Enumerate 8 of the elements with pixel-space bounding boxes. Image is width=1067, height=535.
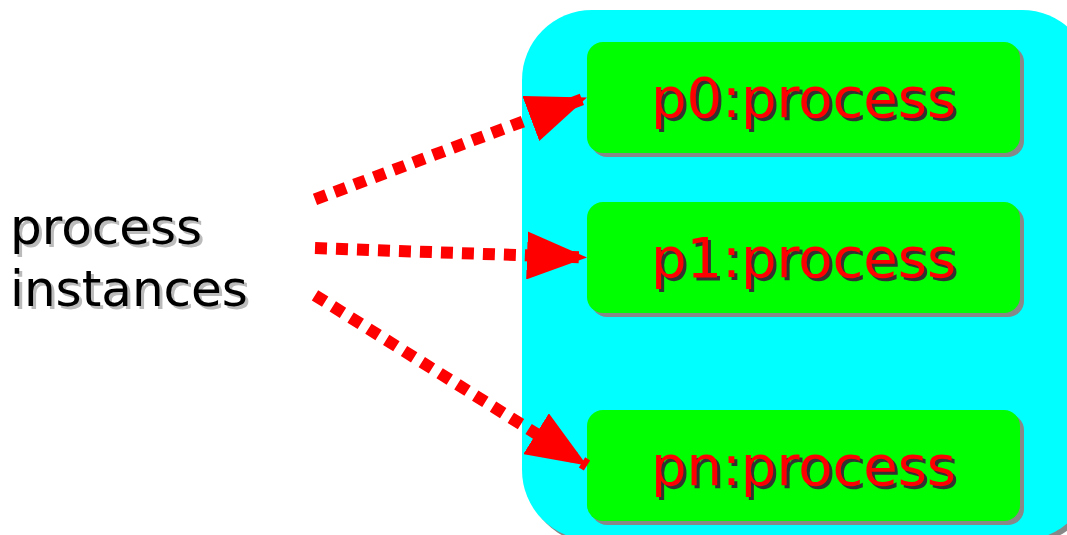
container-box [522, 10, 1067, 535]
box-label: pn:process [650, 433, 957, 498]
box-label: p1:process [650, 225, 957, 290]
arrow [311, 290, 591, 471]
text-label: process instances [10, 196, 249, 320]
arrow [314, 231, 588, 280]
arrow [312, 91, 590, 206]
box-label: p0:process [650, 65, 957, 130]
